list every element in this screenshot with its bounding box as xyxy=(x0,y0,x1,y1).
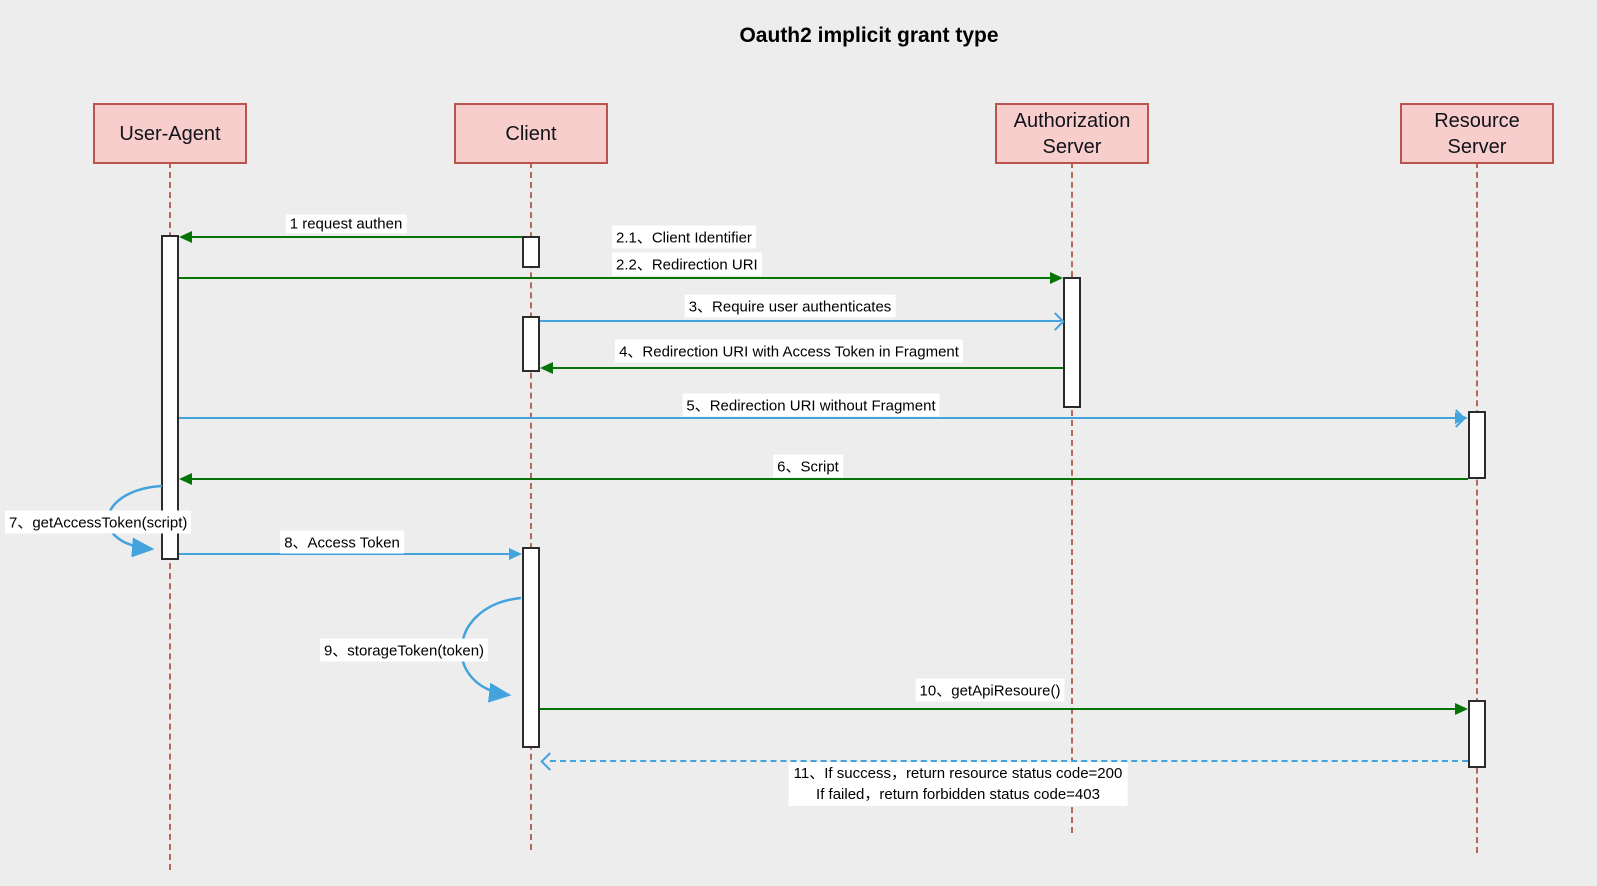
message-2-line xyxy=(179,277,1051,279)
participant-user-agent: User-Agent xyxy=(93,103,247,164)
message-2-arrowhead xyxy=(1050,272,1063,284)
message-4-line xyxy=(551,367,1063,369)
message-10-arrowhead xyxy=(1455,703,1468,715)
message-4-arrowhead xyxy=(540,362,553,374)
message-9-label: 9、storageToken(token) xyxy=(319,638,489,662)
participant-authorization-server: Authorization Server xyxy=(995,103,1149,164)
message-10-label: 10、getApiResoure() xyxy=(915,678,1065,702)
diagram-title: Oauth2 implicit grant type xyxy=(739,24,999,47)
message-11-label-line2: If failed，return forbidden status code=4… xyxy=(816,786,1100,803)
activation-authorization-server xyxy=(1063,277,1081,408)
message-6-label: 6、Script xyxy=(773,454,843,478)
message-11-arrowhead xyxy=(540,752,559,771)
message-5-line xyxy=(179,417,1456,419)
message-2-label-1: 2.1、Client Identifier xyxy=(612,225,756,249)
message-8-line xyxy=(179,553,510,555)
participant-authorization-server-label: Authorization Server xyxy=(1013,109,1131,158)
activation-resource-server-2 xyxy=(1468,700,1486,768)
message-3-arrowhead xyxy=(1046,312,1065,331)
message-3-line xyxy=(540,320,1061,322)
message-11-label-line1: 11、If success，return resource status cod… xyxy=(793,765,1123,782)
message-6-arrowhead xyxy=(179,473,192,485)
message-4-label: 4、Redirection URI with Access Token in F… xyxy=(615,339,963,363)
activation-user-agent-main xyxy=(161,235,179,560)
activation-client-2 xyxy=(522,316,540,372)
message-8-arrowhead xyxy=(509,548,522,560)
lifeline-authorization-server xyxy=(1071,162,1073,833)
participant-user-agent-label: User-Agent xyxy=(119,122,221,145)
message-1-label: 1 request authen xyxy=(285,214,407,234)
message-1-line xyxy=(190,236,522,238)
participant-client-label: Client xyxy=(505,122,557,145)
message-11-label: 11、If success，return resource status cod… xyxy=(788,762,1128,806)
participant-resource-server-label: Resource Server xyxy=(1434,109,1520,158)
message-10-line xyxy=(540,708,1457,710)
activation-resource-server-1 xyxy=(1468,411,1486,479)
activation-client-1 xyxy=(522,236,540,268)
message-3-label: 3、Require user authenticates xyxy=(684,294,896,318)
message-5-arrowhead xyxy=(1455,412,1468,424)
message-6-line xyxy=(190,478,1468,480)
message-5-label: 5、Redirection URI without Fragment xyxy=(682,393,940,417)
message-7-label: 7、getAccessToken(script) xyxy=(5,510,192,534)
message-8-label: 8、Access Token xyxy=(280,530,404,554)
lifeline-client xyxy=(530,162,532,850)
activation-client-3 xyxy=(522,547,540,748)
message-1-arrowhead xyxy=(179,231,192,243)
message-2-label-2: 2.2、Redirection URI xyxy=(612,252,762,276)
participant-client: Client xyxy=(454,103,608,164)
lifeline-resource-server xyxy=(1476,162,1478,853)
participant-resource-server: Resource Server xyxy=(1400,103,1554,164)
message-11-line xyxy=(550,760,1468,762)
